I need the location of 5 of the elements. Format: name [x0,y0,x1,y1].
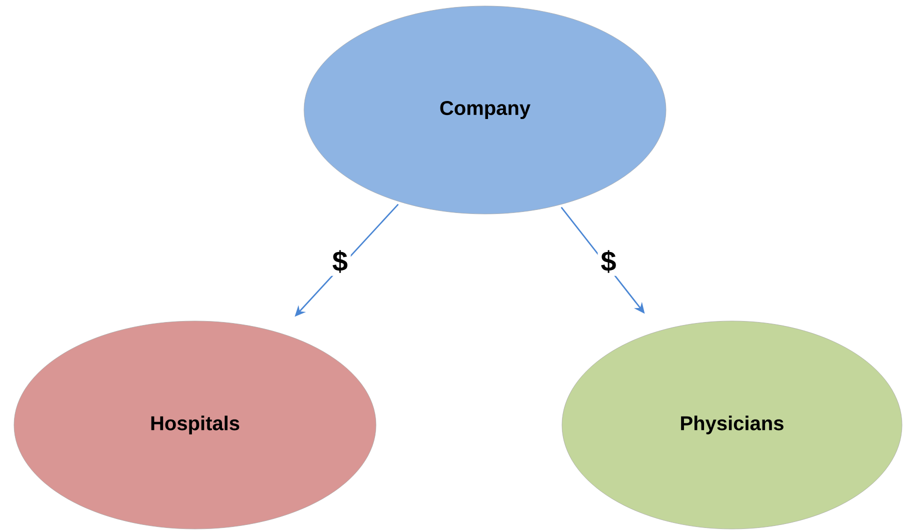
edge-label: $ [329,247,351,276]
edge-label: $ [598,247,620,276]
ellipse-node: Company [304,6,666,214]
ellipse-node: Physicians [562,320,902,530]
ellipse-node: Hospitals [14,320,376,530]
